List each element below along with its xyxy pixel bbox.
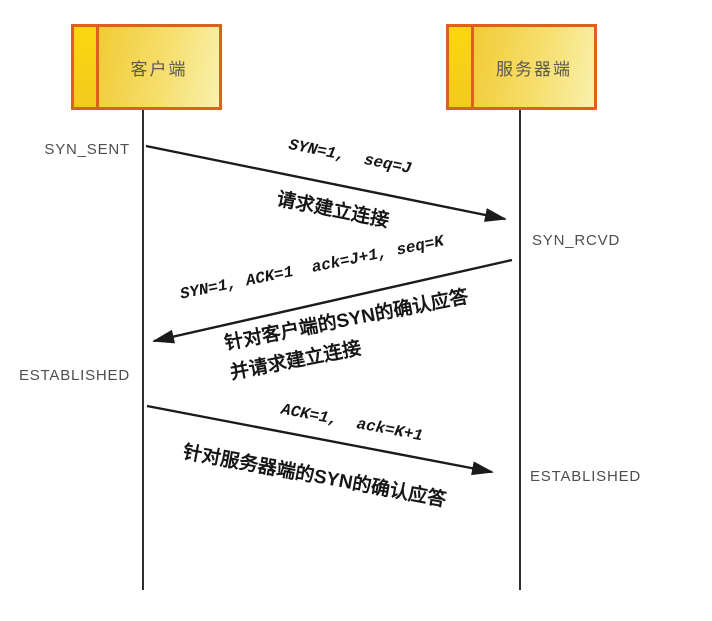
message-2-arrow-syn-ack [152, 258, 513, 344]
actor-server-strip [449, 27, 474, 107]
actor-server-box: 服务器端 [446, 24, 597, 110]
actor-server-main: 服务器端 [474, 27, 594, 107]
actor-server-label: 服务器端 [496, 59, 572, 79]
client-lifeline [142, 110, 144, 590]
message-3-arrow-ack [146, 404, 494, 476]
actor-client-label: 客户端 [130, 59, 188, 79]
server-lifeline [519, 110, 521, 590]
message-1-arrow-syn [145, 144, 507, 222]
actor-client-box: 客户端 [71, 24, 222, 110]
state-server-established: ESTABLISHED [530, 468, 642, 485]
actor-client-strip [74, 27, 99, 107]
state-client-syn-sent: SYN_SENT [44, 141, 130, 158]
state-client-established: ESTABLISHED [18, 367, 130, 384]
actor-client-main: 客户端 [99, 27, 219, 107]
state-server-syn-rcvd: SYN_RCVD [532, 232, 621, 249]
